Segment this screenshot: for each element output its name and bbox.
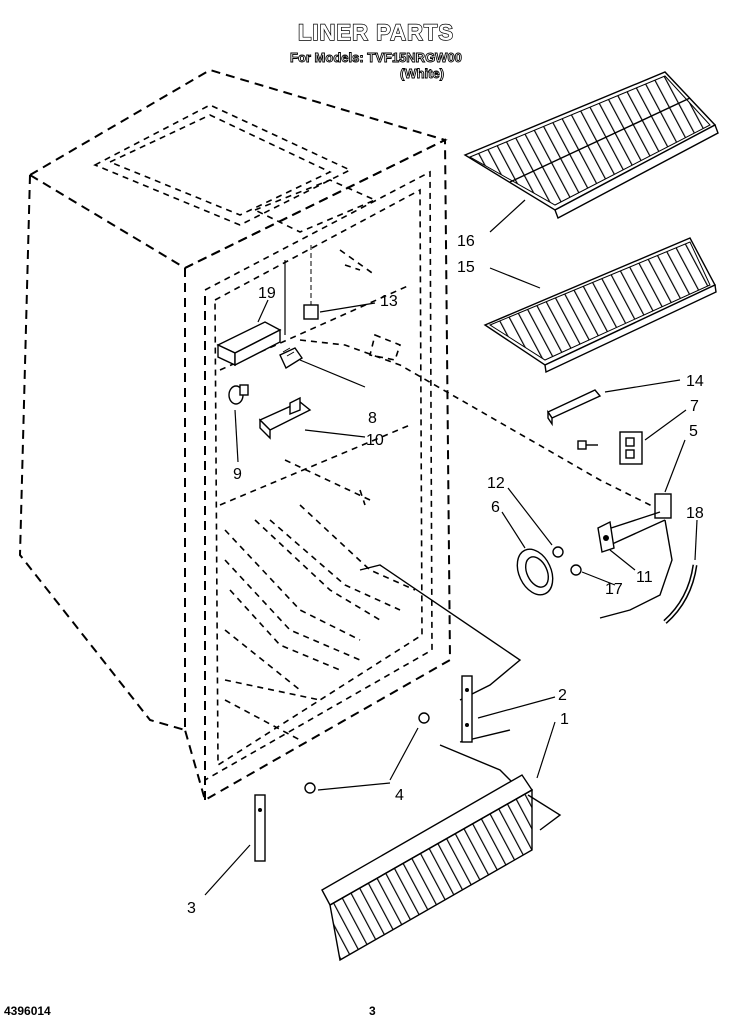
bracket-14	[546, 389, 602, 427]
lamp-socket-8	[279, 347, 303, 370]
color-line: (White)	[400, 66, 445, 82]
shelf-16	[463, 71, 719, 219]
callout-15: 15	[457, 259, 475, 276]
models-line: For Models: TVF15NRGW00	[290, 50, 463, 66]
grille-1	[321, 774, 562, 962]
light-housing-19	[216, 260, 286, 367]
screw-17	[570, 564, 582, 576]
callout-7: 7	[690, 398, 699, 415]
cabinet-outline	[18, 68, 452, 802]
callout-13: 13	[380, 293, 398, 310]
wire-harness	[359, 564, 522, 701]
page-title: LINER PARTS	[297, 19, 455, 45]
knob-6	[516, 548, 554, 596]
callout-1: 1	[560, 711, 569, 728]
callout-17: 17	[605, 581, 623, 598]
callout-16: 16	[457, 233, 475, 250]
shelf-15	[483, 237, 717, 374]
callout-8: 8	[368, 410, 377, 427]
callout-10: 10	[366, 432, 384, 449]
callout-12: 12	[487, 475, 505, 492]
thermostat-5	[599, 493, 673, 619]
leader-lines	[204, 199, 698, 896]
wire-harness-dashed	[299, 339, 661, 511]
callout-9: 9	[233, 466, 242, 483]
document-number: 4396014	[4, 1004, 51, 1018]
screw-4a	[418, 712, 430, 724]
callout-14: 14	[686, 373, 704, 390]
callout-18: 18	[686, 505, 704, 522]
callout-11: 11	[636, 569, 653, 586]
page-number: 3	[369, 1004, 376, 1018]
hinge-bracket-3	[254, 794, 266, 862]
hinge-bracket-2	[461, 675, 473, 743]
callout-3: 3	[187, 900, 196, 917]
screw-4b	[304, 782, 316, 794]
terminal-block-7	[577, 431, 643, 465]
callout-19: 19	[258, 285, 276, 302]
switch-13	[303, 245, 319, 320]
callout-6: 6	[491, 499, 500, 516]
tube-18	[663, 564, 698, 624]
callout-5: 5	[689, 423, 698, 440]
bulb-9	[228, 384, 249, 405]
callout-4: 4	[395, 787, 404, 804]
screw-12	[552, 546, 564, 558]
callout-2: 2	[558, 687, 567, 704]
bracket-10	[258, 396, 312, 440]
plate-11	[597, 520, 615, 553]
